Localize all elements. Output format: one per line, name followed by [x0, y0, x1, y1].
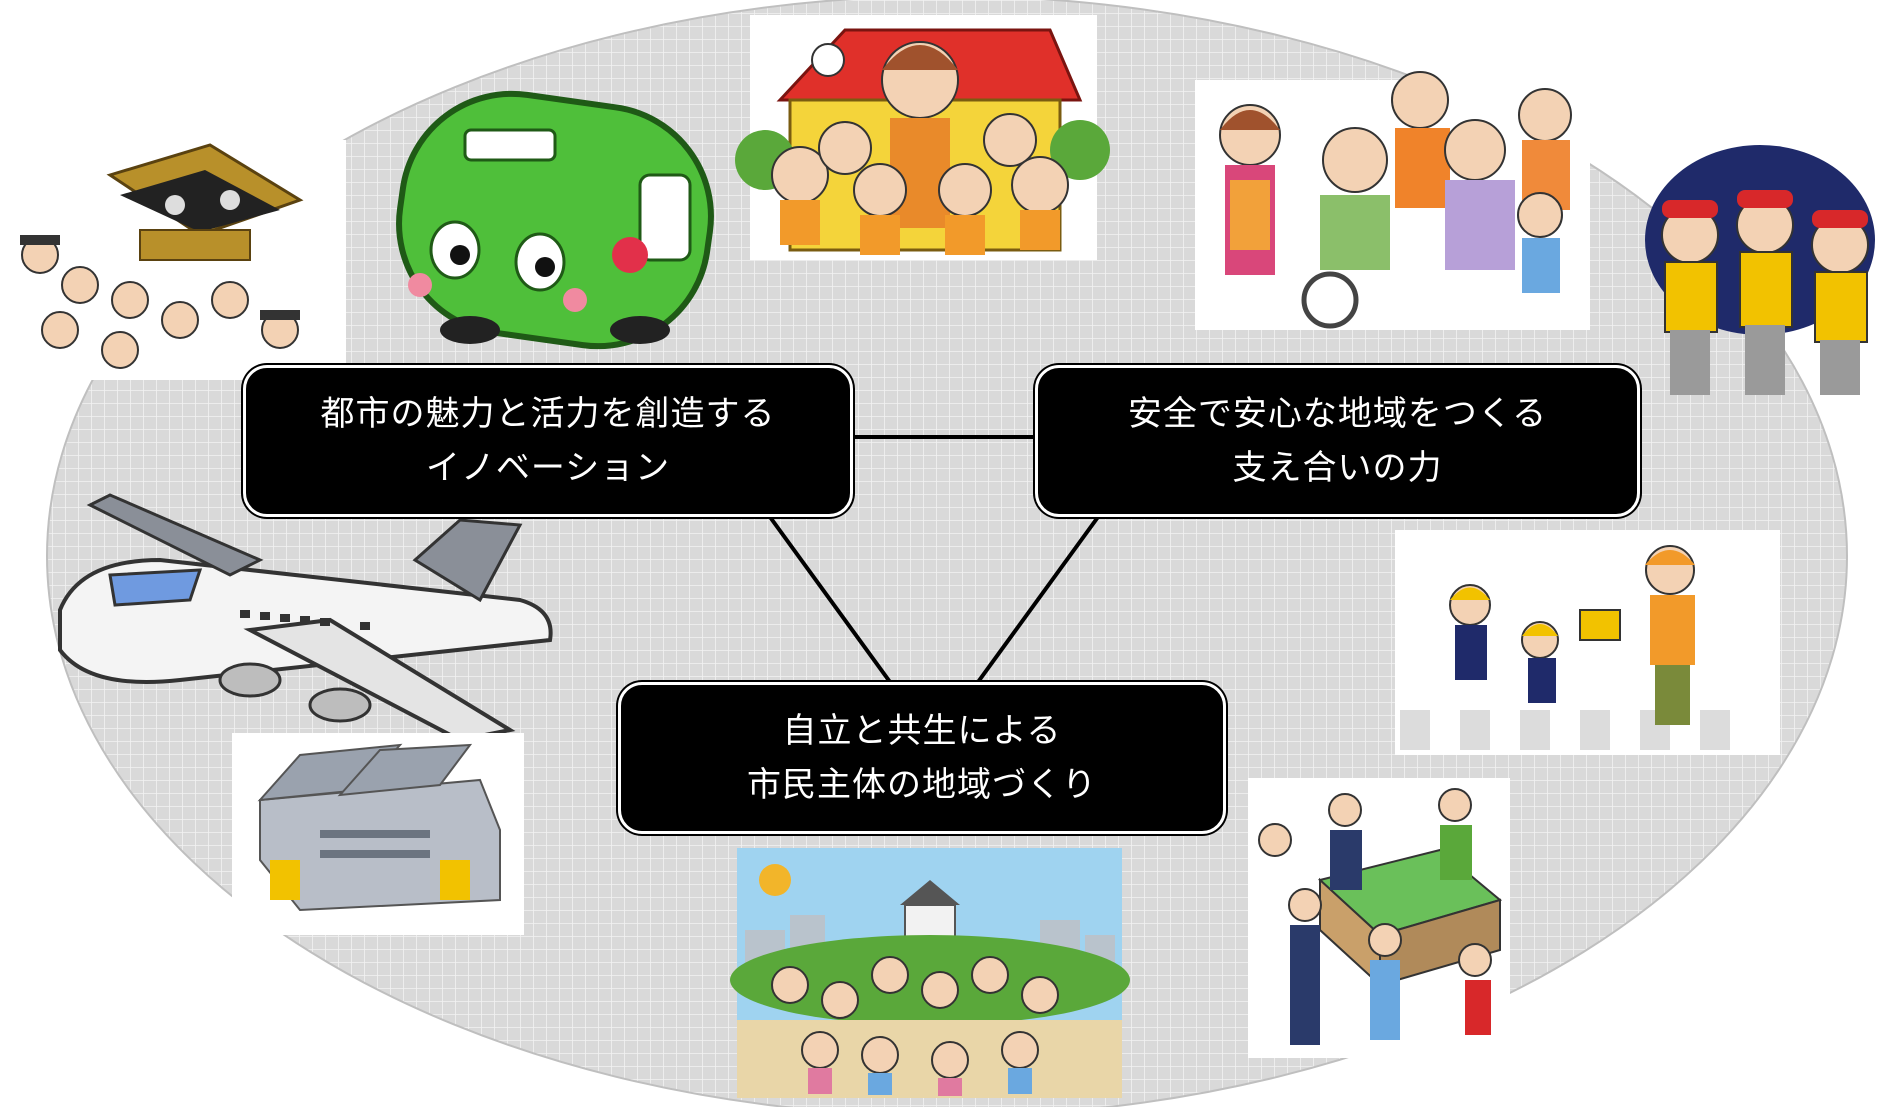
node-innovation-line-1: 都市の魅力と活力を創造する — [320, 393, 776, 434]
citizens-in-front-of-castle-illustration — [730, 848, 1130, 1098]
festival-portable-shrine-illustration — [8, 140, 346, 380]
kindergarten-children-illustration — [735, 15, 1110, 260]
crosswalk-guard-children-illustration — [1395, 530, 1780, 755]
node-innovation-line-2: イノベーション — [425, 448, 671, 488]
connector-innovation-community — [768, 515, 892, 684]
node-community: 自立と共生による 市民主体の地域づくり — [618, 682, 1226, 834]
node-innovation: 都市の魅力と活力を創造する イノベーション — [243, 365, 853, 517]
factory-building-illustration — [232, 733, 524, 935]
green-community-bus-illustration — [396, 90, 714, 350]
node-support: 安全で安心な地域をつくる 支え合いの力 — [1035, 365, 1640, 517]
node-community-line-1: 自立と共生による — [782, 710, 1062, 751]
multigenerational-family-illustration — [1195, 71, 1590, 330]
night-patrol-volunteers-illustration — [1645, 145, 1875, 395]
node-community-line-2: 市民主体の地域づくり — [747, 765, 1097, 805]
airplane-illustration — [58, 493, 553, 743]
connector-support-community — [976, 515, 1100, 684]
node-support-line-1: 安全で安心な地域をつくる — [1127, 393, 1548, 434]
town-planning-workshop-illustration — [1248, 778, 1510, 1058]
node-support-line-2: 支え合いの力 — [1232, 448, 1443, 488]
